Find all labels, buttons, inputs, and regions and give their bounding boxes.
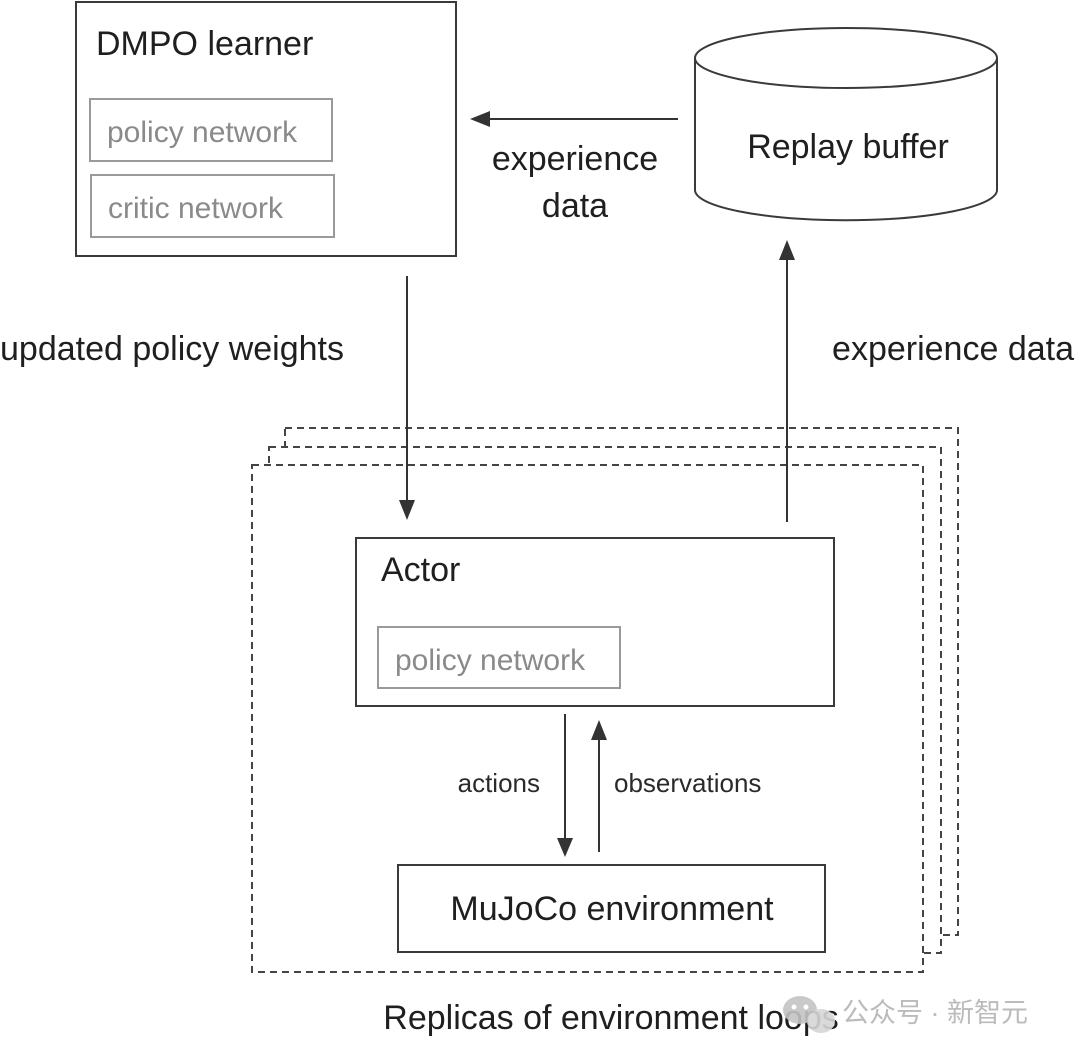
experience-data-label: experience data: [832, 330, 1074, 368]
dmpo-learner-title: DMPO learner: [96, 25, 313, 63]
replay-buffer-cylinder-body: [694, 58, 998, 222]
replay-buffer-label: Replay buffer: [747, 128, 949, 166]
learner-policy-network-label: policy network: [107, 116, 298, 149]
actor-to-buffer-arrow: [779, 240, 795, 522]
actions-label: actions: [458, 768, 540, 798]
watermark-text: 公众号 · 新智元: [842, 998, 1028, 1028]
critic-network-label: critic network: [108, 192, 284, 225]
weights-to-actor-arrow: [399, 276, 415, 520]
replicas-caption: Replicas of environment loops: [383, 999, 838, 1037]
observations-label: observations: [614, 768, 761, 798]
actor-node: Actor policy network: [355, 537, 835, 707]
mujoco-environment-box: [397, 864, 826, 953]
learner-policy-network-box: [89, 98, 333, 162]
replay-buffer-node: Replay buffer: [694, 27, 998, 222]
data-label: data: [542, 187, 608, 225]
watermark: 公众号 · 新智元: [783, 996, 1028, 1033]
mujoco-environment-node: MuJoCo environment: [397, 864, 826, 953]
actor-title: Actor: [381, 551, 460, 589]
mujoco-environment-label: MuJoCo environment: [450, 890, 774, 928]
dmpo-learner-node: DMPO learner policy network critic netwo…: [75, 1, 457, 257]
actor-policy-network-label: policy network: [395, 644, 586, 677]
experience-label: experience: [492, 140, 658, 178]
actions-arrow: [557, 714, 573, 857]
replay-buffer-cylinder-top: [694, 27, 998, 89]
updated-policy-weights-label: updated policy weights: [0, 330, 344, 368]
critic-network-box: [90, 174, 335, 238]
actor-policy-network-box: [377, 626, 621, 689]
wechat-logo-icon: [783, 996, 835, 1033]
observations-arrow: [591, 720, 607, 852]
experience-to-learner-arrow: [470, 111, 678, 127]
